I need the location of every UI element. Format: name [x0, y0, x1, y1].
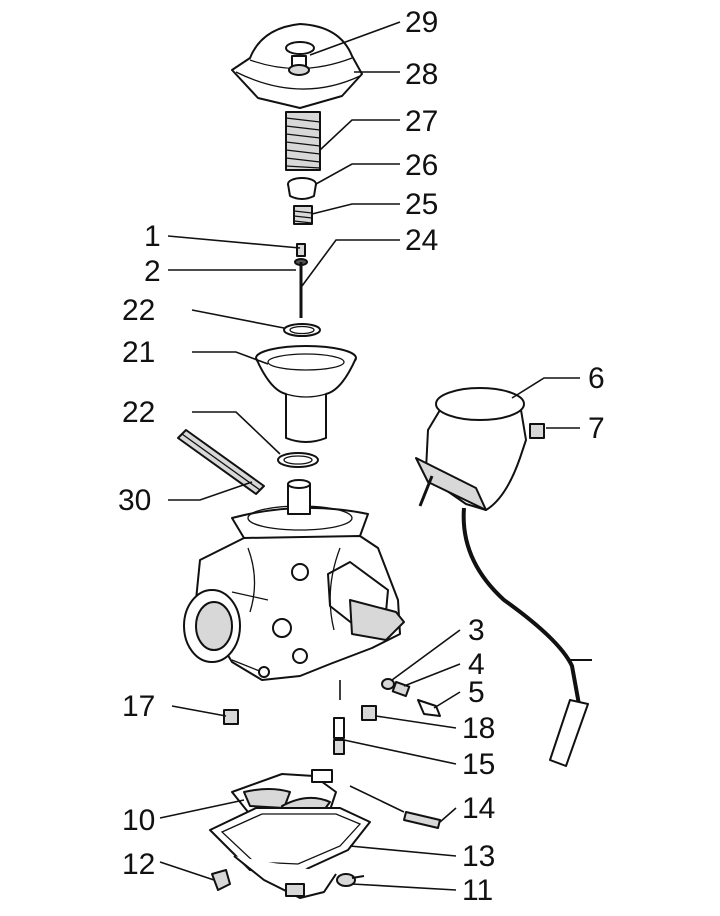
- lower-ring-part: [277, 452, 319, 468]
- callout-4: 4: [468, 648, 485, 681]
- callout-15: 15: [462, 748, 495, 781]
- leader-lines: [159, 21, 580, 891]
- callout-13: 13: [462, 840, 495, 873]
- callout-14: 14: [462, 792, 495, 825]
- callout-29: 29: [405, 6, 438, 39]
- callout-7: 7: [588, 412, 605, 445]
- callout-22-upper: 22: [122, 294, 155, 327]
- drain-screw-part: [211, 869, 231, 891]
- small-jets-parts: [381, 678, 441, 717]
- callout-labels: 29 28 27 26 25 1 24 2 22 21 22 30 6 7 3 …: [118, 6, 605, 907]
- main-jet-part: [333, 680, 345, 755]
- callout-22-lower: 22: [122, 396, 155, 429]
- choke-screw-part: [529, 423, 545, 439]
- callout-26: 26: [405, 149, 438, 182]
- callout-24: 24: [405, 224, 438, 257]
- callout-28: 28: [405, 58, 438, 91]
- callout-1: 1: [144, 220, 161, 253]
- callout-11: 11: [462, 874, 493, 907]
- callout-25: 25: [405, 188, 438, 221]
- cover-screw-part: [288, 55, 310, 76]
- callout-12: 12: [122, 848, 155, 881]
- callout-30: 30: [118, 484, 151, 517]
- callout-6: 6: [588, 362, 605, 395]
- bowl-screw-part: [336, 873, 365, 887]
- callout-2: 2: [144, 255, 161, 288]
- callout-5: 5: [468, 676, 485, 709]
- callout-18: 18: [462, 712, 495, 745]
- spring-cap-part: [287, 177, 317, 200]
- auto-choke-part: [415, 387, 592, 767]
- carburetor-body-part: [183, 479, 405, 681]
- callout-27: 27: [405, 105, 438, 138]
- spring-part: [285, 111, 321, 171]
- jet-needle-part: [294, 243, 308, 318]
- callout-3: 3: [468, 614, 485, 647]
- diaphragm-slide-part: [255, 345, 357, 443]
- screw-17-part: [223, 709, 239, 725]
- float-pin-part: [403, 811, 441, 829]
- vent-hose-part: [177, 429, 265, 495]
- callout-21: 21: [122, 336, 155, 369]
- upper-ring-part: [283, 323, 321, 337]
- small-spring-part: [293, 205, 313, 225]
- callout-10: 10: [122, 804, 155, 837]
- callout-17: 17: [122, 690, 155, 723]
- screw-18-part: [361, 705, 377, 721]
- float-bowl-part: [209, 807, 371, 899]
